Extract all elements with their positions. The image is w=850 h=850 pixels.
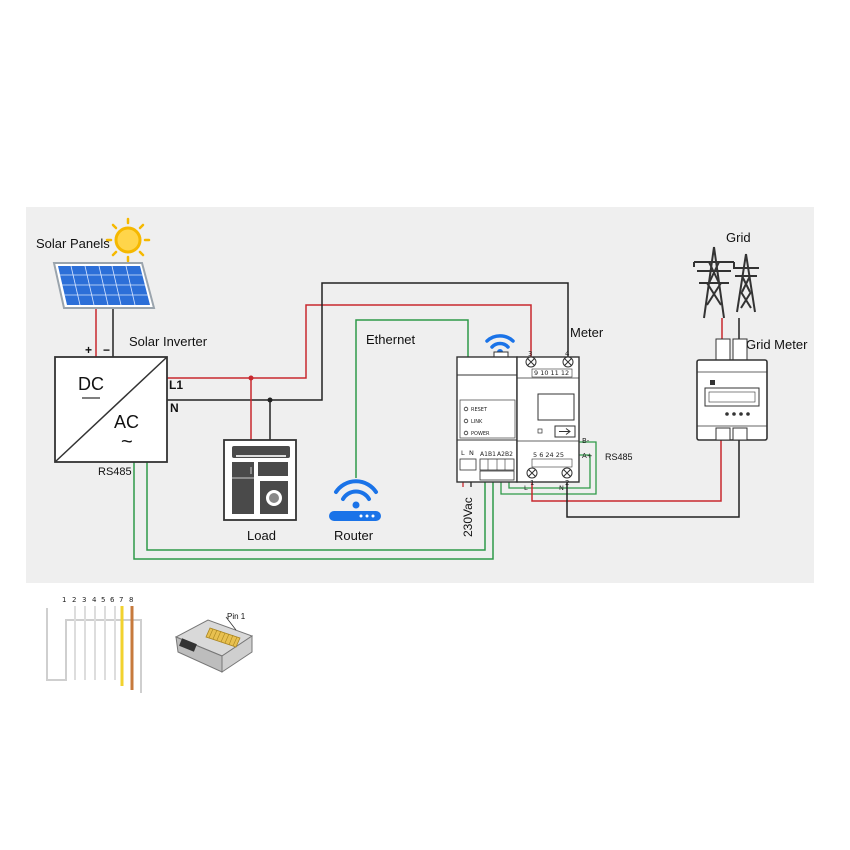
gateway-device [456, 351, 518, 483]
gateway-terminal-n: N [469, 449, 474, 457]
meter-grid-neutral [566, 440, 740, 518]
gateway-reset-label: RESET [471, 407, 488, 413]
gateway-terminal-b2: B2 [505, 451, 513, 458]
ac-label: AC [114, 412, 139, 432]
solar-inverter [54, 356, 168, 463]
rj45-connector-icon [174, 616, 254, 673]
meter-a-plus-label: A+ [582, 452, 593, 460]
grid-meter [696, 338, 768, 441]
meter-terminal-2: 2 [565, 479, 569, 487]
energy-meter [516, 356, 580, 483]
router-label: Router [334, 528, 374, 543]
meter-grid-live [531, 440, 722, 502]
rj45-pin-label: 4 [92, 596, 97, 604]
rs485-inverter-wire-a [133, 462, 494, 560]
meter-label: Meter [570, 325, 604, 340]
meter-under-n: N [559, 484, 564, 492]
rj45-pin-label: 5 [101, 596, 105, 604]
grid-label: Grid [726, 230, 751, 245]
meter-terminal-1: 1 [530, 479, 534, 487]
rs485-inverter-wire-b [146, 462, 486, 551]
junction-l1 [248, 375, 254, 381]
transmission-tower-icon [693, 246, 759, 319]
meter-terminal-3: 3 [528, 350, 532, 358]
dc-minus-label: − [103, 343, 110, 357]
meter-top-screw-3 [525, 356, 537, 368]
dc-plus-label: + [85, 343, 92, 357]
router-icon [329, 479, 381, 521]
l1-label: L1 [169, 378, 183, 392]
rs485-meter-wire-b [508, 454, 591, 489]
rs485-meter-wire-a [500, 441, 597, 495]
junction-n [267, 397, 273, 403]
solar-inverter-label: Solar Inverter [129, 334, 208, 349]
solar-panels-label: Solar Panels [36, 236, 110, 251]
rj45-pin-label: 3 [82, 596, 86, 604]
sun-icon [105, 217, 151, 263]
dc-label: DC [78, 374, 104, 394]
rj45-pin-label: 7 [119, 596, 123, 604]
gateway-terminal-a2: A2 [497, 451, 505, 458]
meter-under-l: L [524, 484, 528, 492]
grid-meter-label: Grid Meter [746, 337, 808, 352]
meter-top-screw-4 [562, 356, 574, 368]
rj45-pin-label: 8 [129, 596, 133, 604]
ethernet-cable [355, 319, 469, 478]
inverter-rs485-label: RS485 [98, 466, 132, 478]
meter-b-minus-label: B- [582, 437, 590, 445]
meter-bottom-numbers: 5 6 24 25 [533, 451, 564, 459]
load-label: Load [247, 528, 276, 543]
rj45-pin-label: 2 [72, 596, 76, 604]
n-label: N [170, 401, 179, 415]
meter-rs485-label: RS485 [605, 452, 633, 462]
gateway-terminal-l: L [461, 449, 465, 457]
meter-bottom-screw-2 [561, 467, 573, 479]
ac-symbol: ~ [121, 431, 133, 453]
load-icon [223, 439, 297, 521]
l1-live-wire [167, 304, 532, 379]
gateway-link-label: LINK [471, 419, 483, 425]
rj45-pin1-label: Pin 1 [227, 612, 246, 621]
ethernet-label: Ethernet [366, 332, 416, 347]
meter-terminal-4: 4 [565, 350, 570, 358]
supply-voltage-label: 230Vac [461, 497, 475, 537]
solar-panel-icon [52, 262, 156, 309]
gateway-terminal-a1: A1 [480, 451, 488, 458]
gateway-terminal-b1: B1 [488, 451, 496, 458]
rj45-pin-label: 1 [62, 596, 66, 604]
rj45-pinout-diagram [46, 606, 142, 693]
meter-bottom-screw-1 [526, 467, 538, 479]
gateway-power-label: POWER [471, 431, 490, 437]
rj45-pin-label: 6 [110, 596, 115, 604]
meter-top-numbers: 9 10 11 12 [534, 369, 569, 377]
